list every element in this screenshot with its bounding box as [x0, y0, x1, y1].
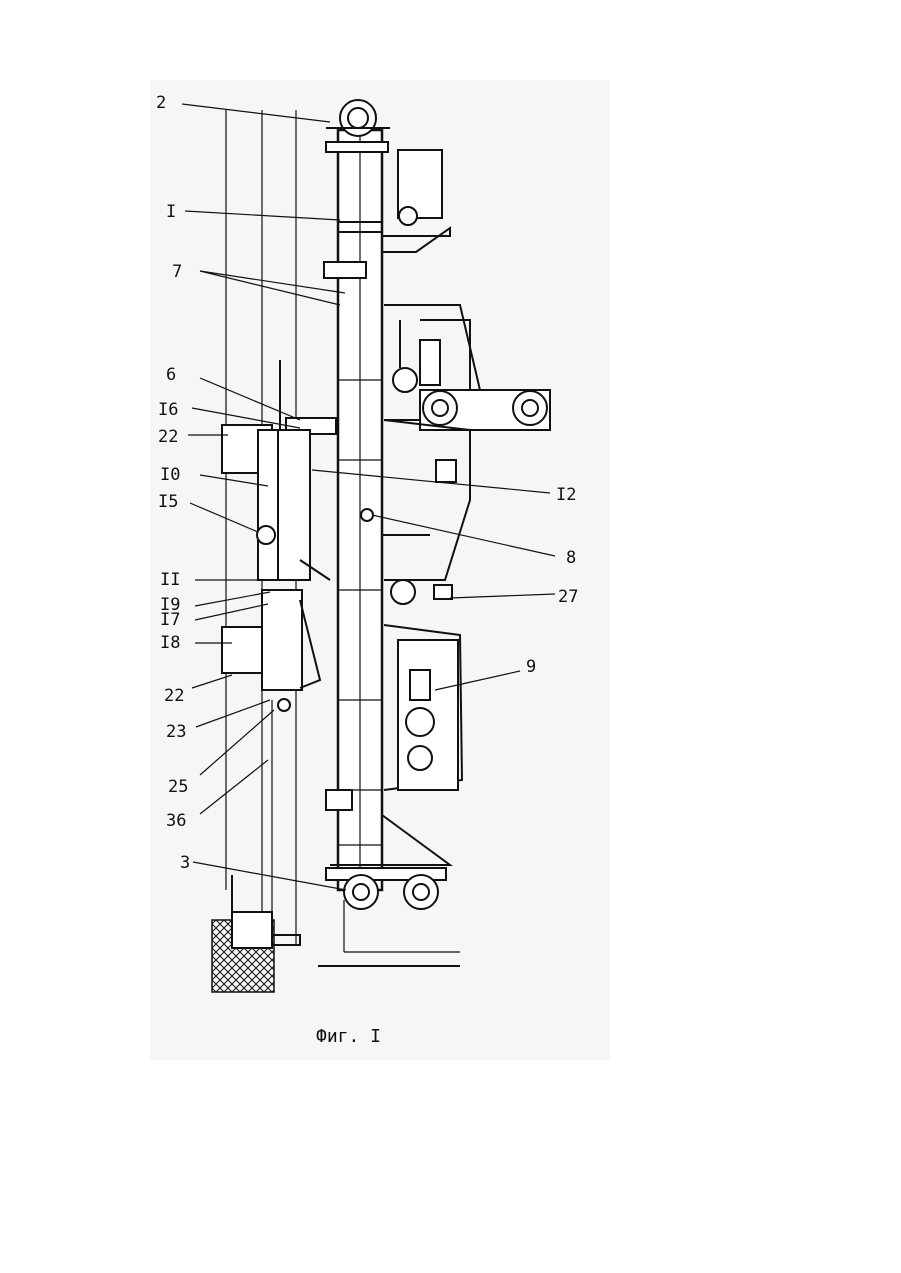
label-16: I6: [158, 400, 178, 420]
label-18: I8: [160, 633, 180, 653]
upper-bracket: [384, 305, 550, 430]
label-7: 7: [172, 262, 182, 282]
label-12: I2: [556, 485, 576, 505]
top-pivot: [326, 100, 390, 152]
label-6: 6: [166, 365, 176, 385]
lower-unit: [384, 625, 462, 790]
label-27: 27: [558, 587, 578, 607]
label-1: I: [166, 202, 176, 222]
label-11: II: [160, 570, 180, 590]
top-motor: [382, 150, 450, 252]
label-25: 25: [168, 777, 188, 797]
main-beam: [324, 130, 382, 890]
label-2: 2: [156, 93, 166, 113]
left-carriage: [222, 360, 336, 711]
label-36: 36: [166, 811, 186, 831]
label-22-lower: 22: [164, 686, 184, 706]
figure-caption: Фиг. I: [316, 1026, 381, 1047]
label-3: 3: [180, 853, 190, 873]
label-8: 8: [566, 548, 576, 568]
label-22-upper: 22: [158, 427, 178, 447]
label-23: 23: [166, 722, 186, 742]
label-15: I5: [158, 492, 178, 512]
label-10: I0: [160, 465, 180, 485]
label-17: I7: [160, 610, 180, 630]
label-9: 9: [526, 657, 536, 677]
